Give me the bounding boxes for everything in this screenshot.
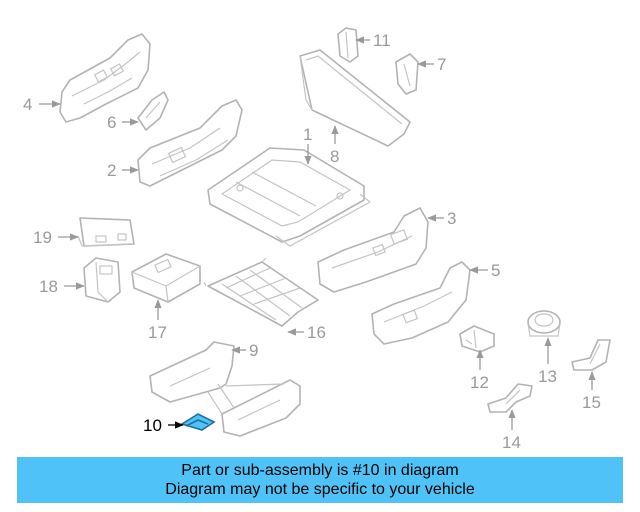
- part-8-back-panel: [299, 49, 411, 147]
- part-18-switch: [83, 257, 121, 303]
- part-16-seat-mat: [203, 257, 319, 327]
- part-19-module: [77, 217, 135, 247]
- part-6-bracket: [137, 91, 169, 131]
- callout-1: 1: [303, 125, 312, 144]
- callout-8: 8: [330, 147, 339, 166]
- callout-16: 16: [307, 323, 326, 342]
- part-13-bushing: [527, 310, 561, 337]
- callout-2: 2: [107, 161, 116, 180]
- callout-5: 5: [491, 261, 500, 280]
- part-14-strap: [487, 383, 533, 413]
- part-9-base-frame: [149, 341, 301, 437]
- part-1-seat-frame: [207, 147, 372, 247]
- callout-4: 4: [23, 95, 32, 114]
- callout-17: 17: [148, 323, 167, 342]
- callout-13: 13: [538, 367, 557, 386]
- callout-11: 11: [373, 31, 391, 50]
- part-2-side-shield: [137, 99, 243, 187]
- part-3-side-shield: [317, 207, 429, 293]
- info-banner: Part or sub-assembly is #10 in diagram D…: [17, 457, 623, 503]
- parts-diagram: 4 6 2 1 8 11 7 3 5 19 18 17 16 9 10 12 1…: [23, 27, 611, 452]
- callout-9: 9: [249, 341, 258, 360]
- callout-18: 18: [39, 277, 58, 296]
- callout-19: 19: [33, 228, 52, 247]
- callout-3: 3: [447, 209, 456, 228]
- callout-10: 10: [143, 416, 162, 435]
- part-10-bracket-highlighted: [180, 413, 216, 431]
- part-4-side-shield: [59, 33, 151, 123]
- banner-line-disclaimer: Diagram may not be specific to your vehi…: [165, 481, 475, 498]
- callout-6: 6: [107, 113, 116, 132]
- callout-7: 7: [437, 55, 446, 74]
- part-12-module: [459, 325, 495, 353]
- part-11-clip: [337, 27, 359, 63]
- callout-12: 12: [470, 373, 489, 392]
- callout-15: 15: [582, 393, 601, 412]
- part-17-control-module: [131, 253, 201, 303]
- part-5-side-shield: [371, 261, 471, 345]
- part-7-cover: [395, 53, 419, 95]
- banner-line-part-number: Part or sub-assembly is #10 in diagram: [181, 462, 459, 479]
- callout-14: 14: [502, 433, 521, 452]
- part-15-strap: [571, 339, 611, 371]
